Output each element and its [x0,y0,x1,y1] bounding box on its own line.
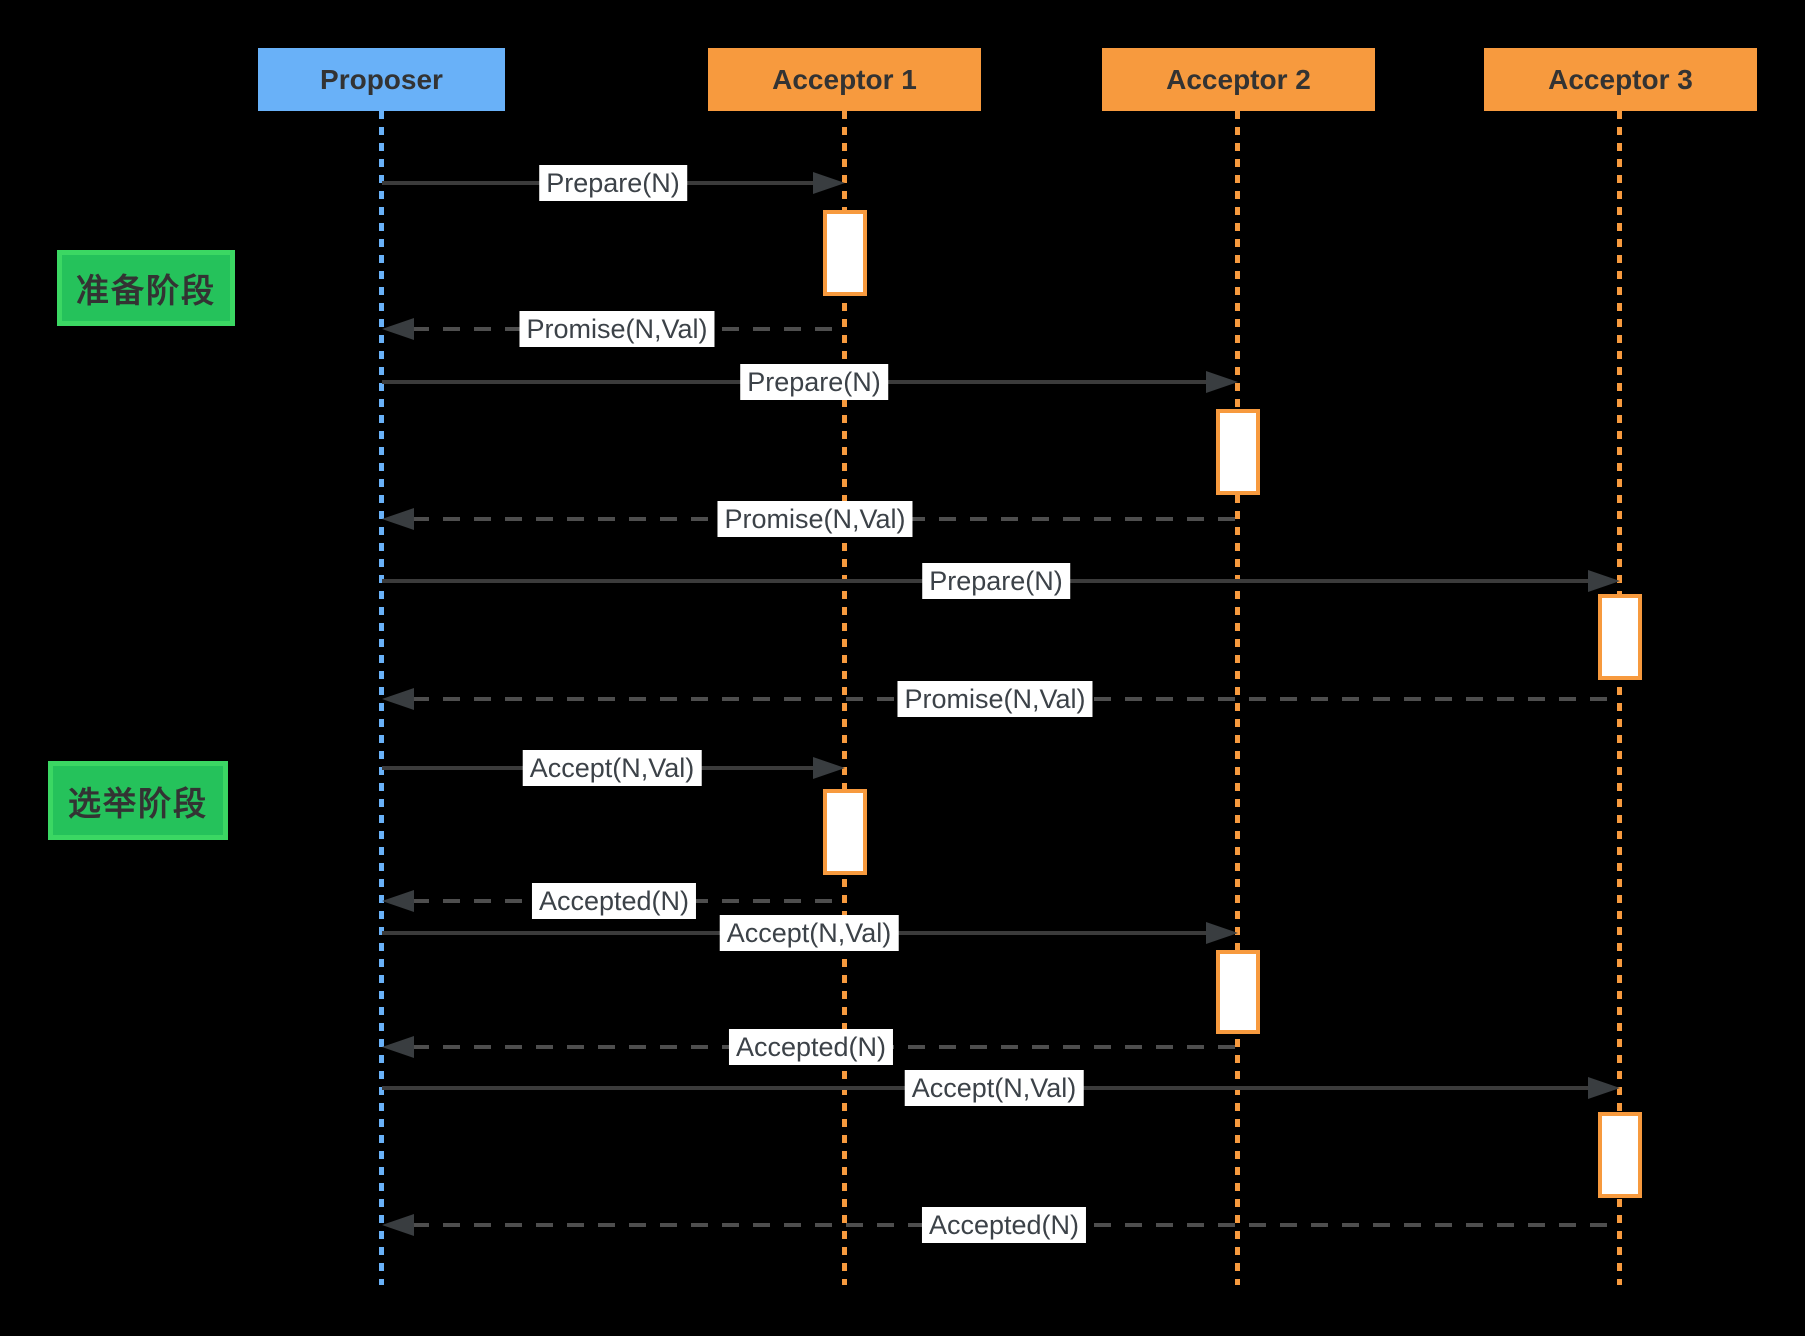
arrowhead-left-icon [382,890,414,912]
message-label: Accepted(N) [921,1207,1087,1243]
activation-acceptor3-prepare [1598,594,1642,680]
actor-acceptor-2: Acceptor 2 [1102,48,1375,111]
message-label: Prepare(N) [922,563,1070,599]
arrowhead-right-icon [813,172,845,194]
activation-acceptor1-accept [823,789,867,875]
actor-proposer: Proposer [258,48,505,111]
arrowhead-left-icon [382,318,414,340]
message-label: Prepare(N) [740,364,888,400]
message-label: Accept(N,Val) [719,915,899,951]
actor-acceptor-3: Acceptor 3 [1484,48,1757,111]
arrowhead-left-icon [382,1214,414,1236]
activation-acceptor2-prepare [1216,409,1260,495]
activation-acceptor1-prepare [823,210,867,296]
arrowhead-left-icon [382,1036,414,1058]
activation-acceptor3-accept [1598,1112,1642,1198]
message-label: Accept(N,Val) [522,750,702,786]
arrowhead-right-icon [813,757,845,779]
lifeline-proposer [379,111,384,1285]
arrowhead-right-icon [1588,570,1620,592]
message-label: Accepted(N) [728,1029,894,1065]
message-label: Promise(N,Val) [519,311,715,347]
arrowhead-left-icon [382,688,414,710]
message-label: Accepted(N) [531,883,697,919]
message-label: Promise(N,Val) [717,501,913,537]
message-label: Prepare(N) [539,165,687,201]
message-label: Accept(N,Val) [904,1070,1084,1106]
message-label: Promise(N,Val) [897,681,1093,717]
phase-prepare-text: 准备阶段 [76,272,216,309]
arrowhead-right-icon [1206,922,1238,944]
phase-label-prepare: 准备阶段 [57,250,235,326]
arrowhead-right-icon [1588,1077,1620,1099]
activation-acceptor2-accept [1216,950,1260,1034]
arrowhead-left-icon [382,508,414,530]
phase-election-text: 选举阶段 [68,784,208,822]
actor-acceptor-1: Acceptor 1 [708,48,981,111]
actor-acceptor-3-label: Acceptor 3 [1548,63,1693,95]
arrowhead-right-icon [1206,371,1238,393]
phase-label-election: 选举阶段 [48,761,228,840]
actor-proposer-label: Proposer [320,63,443,95]
actor-acceptor-1-label: Acceptor 1 [772,63,917,95]
actor-acceptor-2-label: Acceptor 2 [1166,63,1311,95]
